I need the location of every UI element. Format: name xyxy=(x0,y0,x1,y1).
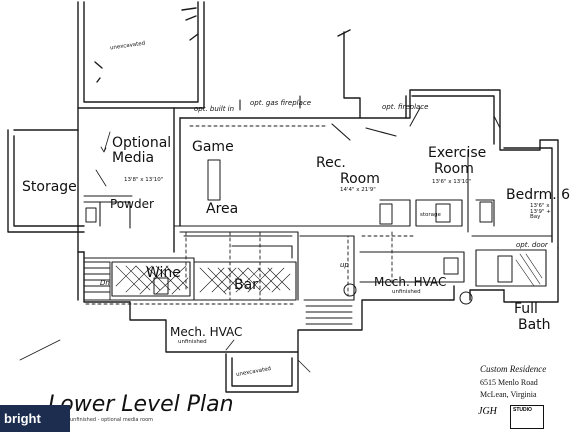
bath-label: Bath xyxy=(518,317,551,333)
unfinished-left-label: unfinished xyxy=(178,339,207,345)
project-name: Custom Residence xyxy=(480,364,547,374)
unexcavated-top-walls xyxy=(77,1,205,109)
stairs xyxy=(83,261,355,325)
up-note: up xyxy=(340,261,349,269)
bedroom-dims: 13'6" x 13'9" + Bay xyxy=(530,203,551,220)
exercise-dims: 13'6" x 13'10" xyxy=(432,179,472,185)
interior-walls xyxy=(83,95,553,301)
studio-logo xyxy=(510,405,544,429)
storage-tag: storage xyxy=(420,212,441,218)
optional-media-label: Optional Media xyxy=(112,135,172,166)
fireplace-note-2: opt. fireplace xyxy=(382,103,429,111)
powder-label: Powder xyxy=(110,197,154,211)
optional-media-text: Optional Media xyxy=(112,135,172,166)
game-label: Game xyxy=(192,139,234,155)
opt-door-note: opt. door xyxy=(516,241,548,249)
bar-label: Bar xyxy=(234,277,258,293)
fixtures xyxy=(85,107,513,305)
note-leaders xyxy=(19,131,311,373)
full-label: Full xyxy=(514,301,538,317)
bedroom-label: Bedrm. 6 xyxy=(506,187,571,203)
exterior-walls xyxy=(7,29,559,353)
address-line-2: McLean, Virginia xyxy=(480,390,537,399)
optional-media-dims: 13'8" x 13'10" xyxy=(124,177,164,183)
address-line-1: 6515 Menlo Road xyxy=(480,378,538,387)
studio-logo-text: STUDIO xyxy=(513,407,532,413)
room-label: Room xyxy=(340,171,380,187)
built-in-note: opt. built in xyxy=(194,105,235,113)
area-label: Area xyxy=(206,201,239,217)
unfinished-right-label: unfinished xyxy=(392,289,421,295)
mech-hvac-left-label: Mech. HVAC xyxy=(170,325,243,339)
unexcavated-bottom-walls xyxy=(225,351,299,393)
dn-note: Dn xyxy=(100,279,110,287)
mech-hvac-right-label: Mech. HVAC xyxy=(374,275,447,289)
plan-title: Lower Level Plan xyxy=(48,392,234,417)
exercise-room-label: Room xyxy=(434,161,474,177)
rec-label: Rec. xyxy=(316,155,346,171)
architect-signature: JGH xyxy=(478,406,497,417)
exercise-label: Exercise xyxy=(428,145,487,161)
rec-room-dims: 14'4" x 21'9" xyxy=(340,187,376,193)
wine-label: Wine xyxy=(146,265,181,281)
plan-subtitle: unfinished - optional media room xyxy=(70,417,154,423)
watermark-logo: bright xyxy=(0,405,70,432)
storage-label: Storage xyxy=(22,179,77,195)
fireplace-note: opt. gas fireplace xyxy=(250,99,312,107)
